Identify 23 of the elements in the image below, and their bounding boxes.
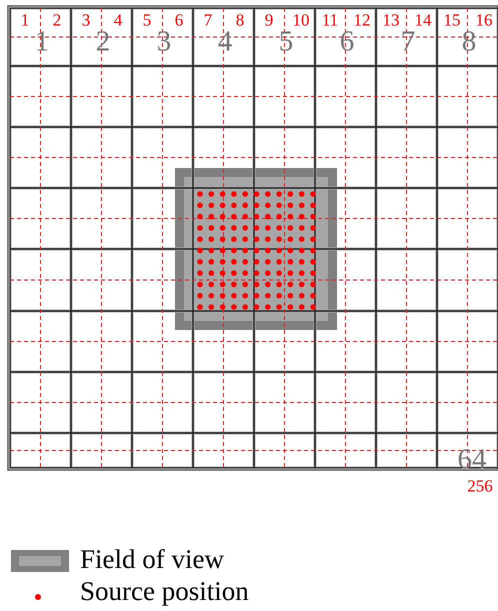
column-number: 9 (264, 12, 274, 28)
column-number: 8 (236, 12, 244, 28)
column-number: 256 (467, 478, 493, 494)
column-number: 12 (354, 12, 370, 28)
column-number: 16 (476, 12, 492, 28)
column-number: 4 (114, 12, 122, 28)
tile-number: 4 (218, 28, 232, 56)
legend-text: Source position (80, 578, 249, 605)
column-number: 7 (204, 12, 212, 28)
column-number: 13 (382, 12, 400, 28)
tile-number: 2 (96, 28, 110, 56)
column-number: 14 (414, 12, 432, 28)
column-number: 11 (322, 12, 338, 28)
column-number: 10 (292, 12, 310, 28)
column-number: 6 (174, 12, 184, 28)
column-number: 5 (142, 12, 152, 28)
legend-text: Field of view (80, 546, 224, 573)
column-number: 2 (52, 12, 62, 28)
column-number: 15 (444, 12, 460, 28)
column-number: 1 (20, 12, 30, 28)
column-number: 3 (82, 12, 90, 28)
tile-number: 8 (462, 28, 476, 56)
tile-number: 5 (278, 28, 294, 56)
